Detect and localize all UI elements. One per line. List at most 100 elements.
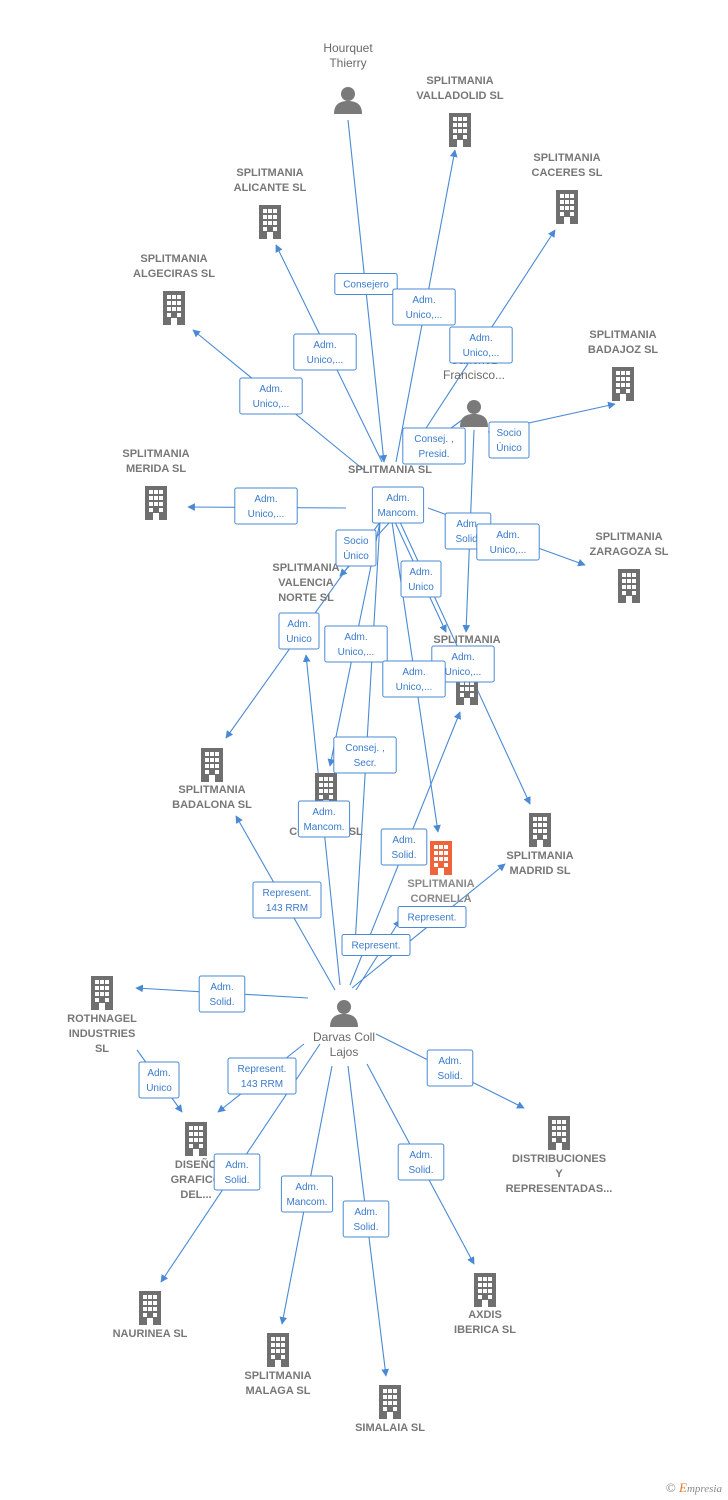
edge-label-e11[interactable]: Adm.Unico,... bbox=[476, 523, 540, 561]
edge-label-e21[interactable]: Represent.143 RRM bbox=[252, 881, 322, 919]
edge-label-box bbox=[397, 906, 467, 928]
edge-label-text: Unico,... bbox=[253, 399, 290, 410]
edge-label-e30[interactable]: Adm.Mancom. bbox=[280, 1175, 334, 1213]
edge-label-text: Adm. bbox=[402, 667, 425, 678]
edge-label-text: Unico bbox=[286, 634, 312, 645]
edge-label-e26[interactable]: Represent.143 RRM bbox=[227, 1057, 297, 1095]
edge-label-e15[interactable]: Adm.Unico,... bbox=[324, 625, 388, 663]
edge-label-box bbox=[234, 487, 298, 525]
node-label: SPLITMANIA bbox=[272, 562, 339, 574]
node-label: ALGECIRAS SL bbox=[133, 268, 215, 280]
building-icon bbox=[259, 205, 281, 239]
edge-label-text: Adm. bbox=[287, 619, 310, 630]
edge-label-e1[interactable]: Consejero bbox=[334, 273, 398, 295]
edge-label-text: Unico,... bbox=[406, 310, 443, 321]
edge-label-e19[interactable]: Adm.Mancom. bbox=[297, 800, 351, 838]
edge-label-box bbox=[426, 1049, 474, 1087]
edge-label-text: Solid. bbox=[437, 1071, 462, 1082]
person-icon bbox=[460, 400, 488, 427]
node-label: DISTRIBUCIONES bbox=[512, 1153, 606, 1165]
node-label: SPLITMANIA bbox=[595, 531, 662, 543]
building-icon bbox=[201, 748, 223, 782]
building-icon bbox=[529, 813, 551, 847]
edge-label-e20[interactable]: Adm.Solid. bbox=[380, 828, 428, 866]
node-label: SPLITMANIA bbox=[122, 448, 189, 460]
node-badalona[interactable]: SPLITMANIA BADALONA SL bbox=[172, 748, 252, 811]
edge-label-text: Unico,... bbox=[307, 355, 344, 366]
edge-label-e2[interactable]: Adm.Unico,... bbox=[392, 288, 456, 326]
edge-label-e9[interactable]: Adm. Mancom. bbox=[371, 486, 425, 524]
edge-label-text: Unico,... bbox=[463, 348, 500, 359]
node-naurinea[interactable]: NAURINEA SL bbox=[113, 1291, 188, 1340]
building-icon bbox=[379, 1385, 401, 1419]
edge-label-e22[interactable]: Represent. bbox=[397, 906, 467, 928]
edge-label-e5[interactable]: Adm. Unico,... bbox=[239, 377, 303, 415]
edge-label-e17[interactable]: Adm.Unico,... bbox=[382, 660, 446, 698]
node-label: SPLITMANIA bbox=[506, 850, 573, 862]
edge-label-e6[interactable]: Consej. ,Presid. bbox=[402, 427, 466, 465]
edge-label-text: Unico bbox=[146, 1083, 172, 1094]
building-icon bbox=[548, 1116, 570, 1150]
edge-label-text: Adm. bbox=[312, 807, 335, 818]
edge-label-e31[interactable]: Adm.Solid. bbox=[342, 1200, 390, 1238]
node-label: ROTHNAGEL bbox=[67, 1013, 137, 1025]
edge-label-text: Socio bbox=[343, 536, 368, 547]
node-label: SPLITMANIA bbox=[178, 784, 245, 796]
node-label: SL bbox=[95, 1043, 109, 1055]
edge-label-e18[interactable]: Consej. ,Secr. bbox=[333, 736, 397, 774]
node-diseno[interactable]: DISEÑOGRAFICODEL... bbox=[171, 1122, 222, 1201]
edge-label-e23[interactable]: Represent. bbox=[341, 934, 411, 956]
edge-label-e28[interactable]: Adm.Solid. bbox=[213, 1153, 261, 1191]
copyright-symbol: © bbox=[665, 1480, 676, 1495]
edge-label-text: Represent. bbox=[408, 913, 457, 924]
node-splitmania[interactable]: SPLITMANIA SL bbox=[348, 464, 432, 476]
edge-label-text: Adm. bbox=[496, 530, 519, 541]
node-label: Francisco... bbox=[443, 368, 505, 382]
edge-label-text: Mancom. bbox=[377, 508, 418, 519]
node-label: ALICANTE SL bbox=[234, 182, 307, 194]
edge-label-text: Adm. bbox=[456, 519, 479, 530]
building-icon bbox=[267, 1333, 289, 1367]
edge-label-text: Adm. bbox=[386, 493, 409, 504]
edge-label-e3[interactable]: Adm.Unico,... bbox=[293, 333, 357, 371]
edge-label-e24[interactable]: Adm.Solid. bbox=[198, 975, 246, 1013]
edge-label-box bbox=[476, 523, 540, 561]
edge-label-box bbox=[213, 1153, 261, 1191]
node-simalaia[interactable]: SIMALAIA SL bbox=[355, 1385, 425, 1434]
edge-label-e29[interactable]: Adm.Solid. bbox=[397, 1143, 445, 1181]
edge-label-text: Adm. bbox=[259, 384, 282, 395]
edge-label-e4[interactable]: Adm.Unico,... bbox=[449, 326, 513, 364]
node-label: BADALONA SL bbox=[172, 799, 252, 811]
edge-label-e13[interactable]: Adm.Unico bbox=[400, 560, 442, 598]
edge-label-box bbox=[380, 828, 428, 866]
edge-label-box bbox=[297, 800, 351, 838]
node-distribuciones[interactable]: DISTRIBUCIONESYREPRESENTADAS... bbox=[506, 1116, 613, 1195]
edge-label-e25[interactable]: Adm.Unico bbox=[138, 1061, 180, 1099]
node-label: Darvas Coll bbox=[313, 1030, 375, 1044]
node-sanchez[interactable]: SanchezFrancisco... bbox=[443, 353, 505, 427]
edge-label-e27[interactable]: Adm.Solid. bbox=[426, 1049, 474, 1087]
edge-label-text: Adm. bbox=[295, 1182, 318, 1193]
node-label: SPLITMANIA bbox=[236, 167, 303, 179]
edge-label-e14[interactable]: Adm. Unico bbox=[278, 612, 320, 650]
edge-label-text: Represent. bbox=[263, 888, 312, 899]
node-alicante[interactable]: SPLITMANIA ALICANTE SL bbox=[234, 167, 307, 239]
edge-label-e8[interactable]: Adm.Unico,... bbox=[234, 487, 298, 525]
node-label: SPLITMANIA bbox=[244, 1370, 311, 1382]
